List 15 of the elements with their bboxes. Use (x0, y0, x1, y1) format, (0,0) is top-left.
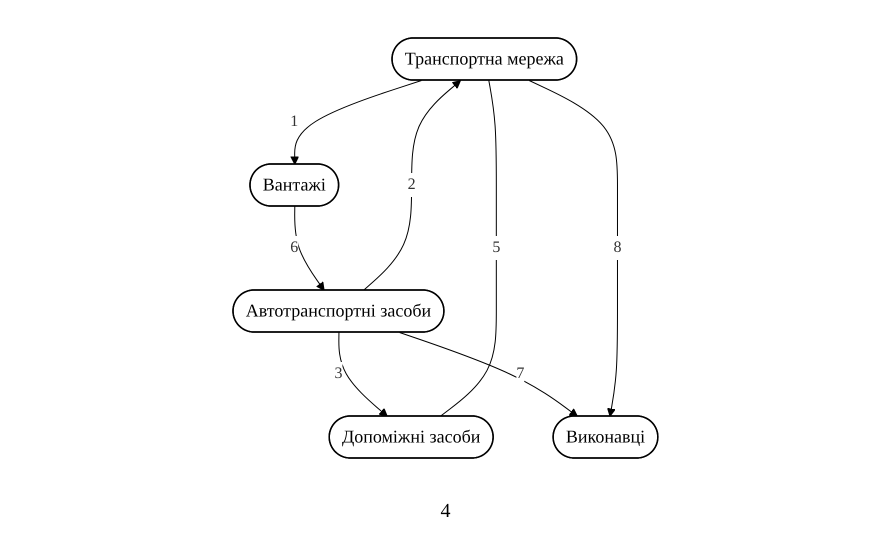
edge-label: 2 (408, 175, 416, 192)
edge-label: 6 (290, 238, 298, 256)
edge-label: 8 (614, 238, 622, 256)
arrow (294, 206, 325, 290)
arrow (399, 332, 578, 416)
edge-label: 7 (516, 364, 524, 382)
edge-label: 1 (290, 112, 298, 130)
arrow (528, 80, 618, 416)
edge-number: 4 (440, 500, 450, 522)
connector (440, 80, 497, 416)
arrow (338, 332, 388, 416)
edge-label: 5 (492, 238, 500, 256)
arrow (290, 80, 422, 164)
arrow (362, 80, 462, 290)
edge-label: 3 (334, 364, 343, 382)
